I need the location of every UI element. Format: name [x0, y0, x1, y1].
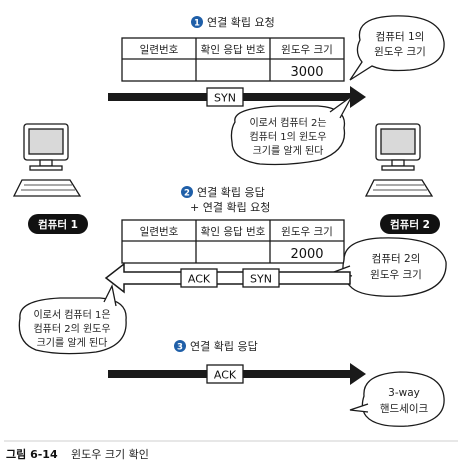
ack-label-2: ACK [188, 273, 211, 286]
ack-syn-arrow-left: ACK SYN [104, 262, 351, 294]
table-2-header-seq: 일련번호 [140, 225, 179, 238]
table-1-header-window: 윈도우 크기 [281, 43, 333, 56]
ack-label-3: ACK [214, 369, 237, 382]
step-1-title: 연결 확립 요청 [207, 16, 275, 29]
computer-2-label: 컴퓨터 2 [390, 218, 430, 231]
syn-label-1: SYN [214, 92, 236, 105]
bubble-pc1-window-line2: 윈도우 크기 [374, 45, 426, 58]
bubble-pc1-knows: 이로서 컴퓨터 1은 컴퓨터 2의 윈도우 크기를 알게 된다 [18, 284, 127, 355]
computer-1-icon [12, 123, 82, 197]
bubble-pc1-window-line1: 컴퓨터 1의 [376, 31, 425, 43]
computer-2-icon [364, 123, 434, 197]
window-table-2 [121, 219, 345, 264]
bubble-pc2-window: 컴퓨터 2의 윈도우 크기 [331, 237, 447, 297]
window-table-1 [121, 37, 345, 82]
bubble-threeway-line2: 핸드세이크 [380, 403, 429, 415]
step-1-badge [191, 16, 203, 28]
bubble-pc2-knows-line3: 크기를 알게 된다 [253, 145, 324, 157]
computer-1-label-pill: 컴퓨터 1 [28, 214, 88, 234]
table-1-window-value: 3000 [290, 65, 323, 80]
ack-arrow-right: ACK [108, 363, 366, 385]
computer-2-label-pill: 컴퓨터 2 [380, 214, 440, 234]
bubble-pc1-knows-line3: 크기를 알게 된다 [37, 337, 108, 349]
step-1-number: 1 [194, 19, 200, 29]
bubble-pc2-knows-line1: 이로서 컴퓨터 2는 [249, 117, 326, 129]
table-2-header-ack: 확인 응답 번호 [201, 225, 266, 238]
table-1-header-ack: 확인 응답 번호 [201, 43, 266, 56]
step-3-heading: 3 연결 확립 응답 [174, 340, 258, 353]
step-3-title: 연결 확립 응답 [190, 340, 258, 353]
syn-label-2: SYN [250, 273, 272, 286]
bubble-pc2-window-line2: 윈도우 크기 [370, 268, 422, 281]
table-2-header-window: 윈도우 크기 [281, 225, 333, 238]
figure-caption: 그림 6-14 윈도우 크기 확인 [4, 440, 458, 461]
bubble-pc2-knows: 이로서 컴퓨터 2는 컴퓨터 1의 윈도우 크기를 알게 된다 [230, 95, 353, 166]
syn-arrow-right: SYN [108, 86, 366, 108]
bubble-pc2-window-line1: 컴퓨터 2의 [372, 253, 421, 265]
bubble-pc1-knows-line2: 컴퓨터 2의 윈도우 [33, 323, 110, 335]
bubble-pc1-knows-line1: 이로서 컴퓨터 1은 [33, 309, 110, 321]
step-1-heading: 1 연결 확립 요청 [191, 16, 275, 29]
bubble-threeway: 3-way 핸드세이크 [349, 371, 445, 427]
step-3-number: 3 [177, 343, 183, 353]
step-3-badge [174, 340, 186, 352]
bubble-pc1-window: 컴퓨터 1의 윈도우 크기 [349, 15, 445, 81]
step-2-heading: 2 연결 확립 응답 + 연결 확립 요청 [181, 186, 270, 214]
caption-label: 그림 6-14 [6, 448, 58, 461]
step-2-badge [181, 186, 193, 198]
step-2-number: 2 [184, 189, 190, 199]
bubble-pc2-knows-line2: 컴퓨터 1의 윈도우 [249, 131, 326, 143]
table-1-header-seq: 일련번호 [140, 43, 179, 56]
step-2-title: 연결 확립 응답 [197, 186, 265, 199]
caption-text: 윈도우 크기 확인 [71, 447, 149, 461]
bubble-threeway-line1: 3-way [388, 387, 420, 399]
table-2-window-value: 2000 [290, 247, 323, 262]
step-2-subtitle: + 연결 확립 요청 [190, 201, 270, 214]
computer-1-label: 컴퓨터 1 [38, 218, 78, 231]
